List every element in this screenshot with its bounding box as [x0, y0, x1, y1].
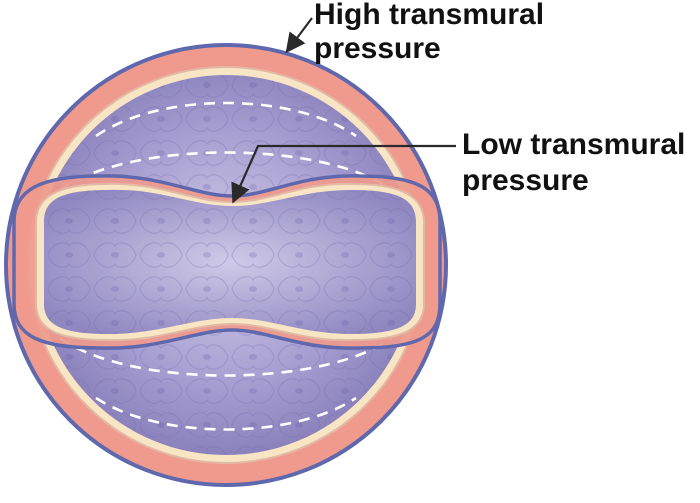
low-pressure-label-line2: pressure — [462, 164, 589, 197]
high-pressure-arrow — [285, 17, 313, 54]
dashed-bottom-lower — [95, 396, 357, 431]
collapsed-lumen-cells — [44, 189, 416, 334]
high-pressure-label-line1: High transmural — [314, 0, 544, 31]
dashed-bottom-upper — [59, 336, 393, 377]
low-pressure-arrow — [231, 144, 456, 204]
low-pressure-label-line1: Low transmural — [462, 128, 685, 161]
low-pressure-vessel — [12, 174, 442, 350]
dashed-top-lower — [59, 151, 393, 192]
high-pressure-label-line2: pressure — [314, 32, 441, 65]
dashed-top-upper — [95, 101, 357, 138]
